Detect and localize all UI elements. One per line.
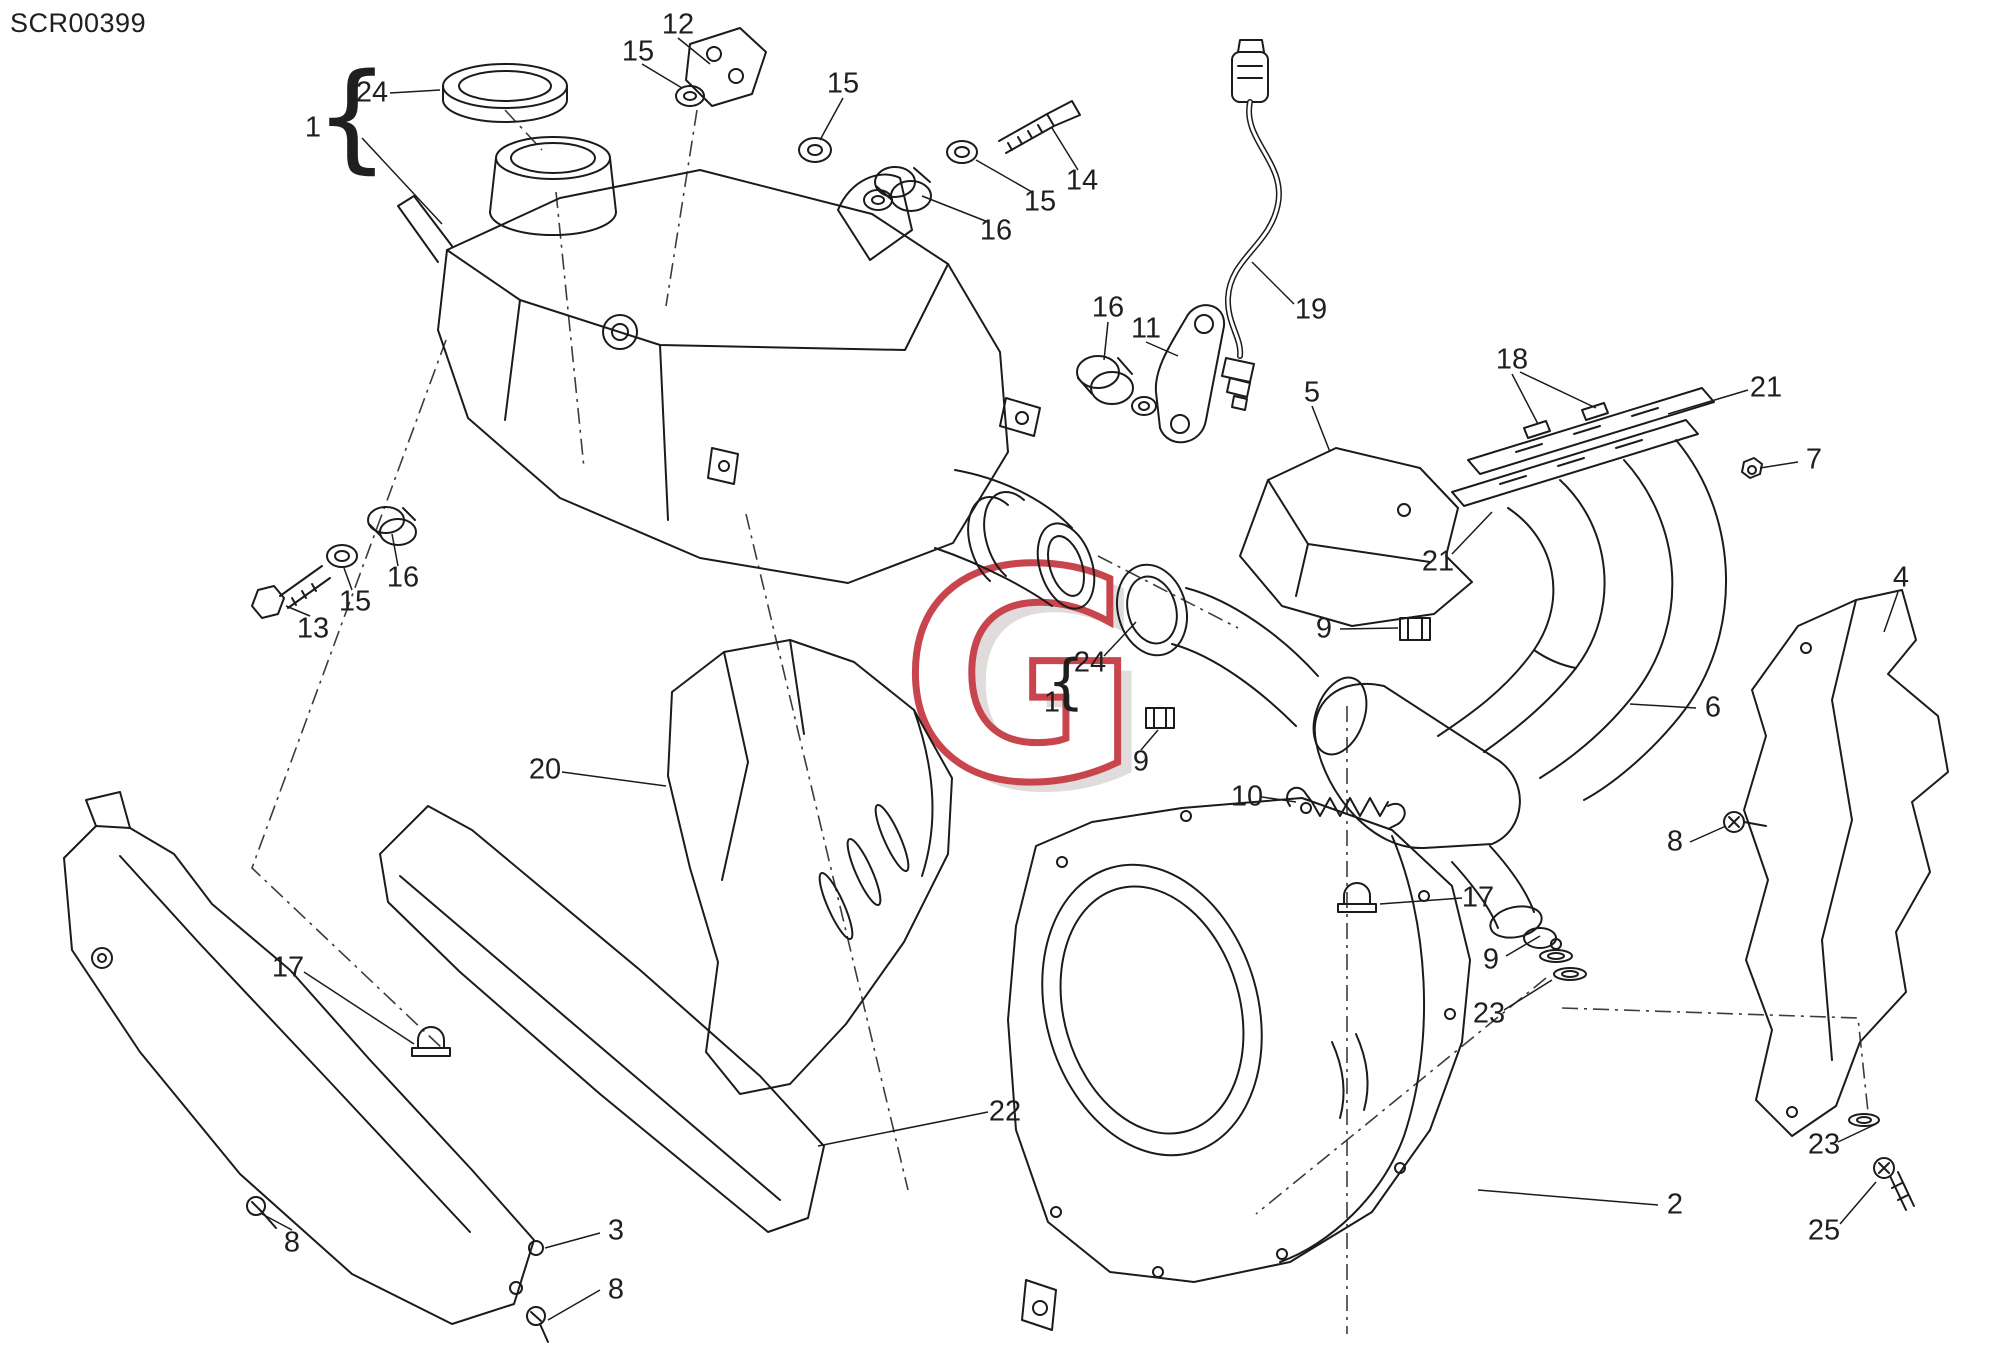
callout-6: 6 bbox=[1704, 691, 1722, 724]
callout-7: 7 bbox=[1805, 443, 1823, 476]
heat-shield-lower bbox=[1007, 797, 1471, 1331]
callout-24: 24 bbox=[355, 76, 389, 109]
callout-25: 25 bbox=[1807, 1214, 1841, 1247]
heat-shield-left bbox=[63, 791, 544, 1325]
callout-15: 15 bbox=[1023, 185, 1057, 218]
heat-guard-right bbox=[1743, 589, 1949, 1137]
callout-17: 17 bbox=[1461, 881, 1495, 914]
callout-13: 13 bbox=[296, 612, 330, 645]
callout-4: 4 bbox=[1892, 561, 1910, 594]
leader-lines bbox=[261, 37, 1899, 1321]
callout-1: 1 bbox=[304, 111, 322, 144]
watermark-letter: G bbox=[901, 510, 1139, 847]
callout-24: 24 bbox=[1073, 646, 1107, 679]
callout-8: 8 bbox=[607, 1273, 625, 1306]
callout-18: 18 bbox=[1495, 343, 1529, 376]
callout-14: 14 bbox=[1065, 164, 1099, 197]
callout-1: 1 bbox=[1043, 686, 1061, 719]
callout-23: 23 bbox=[1807, 1128, 1841, 1161]
group-brace-1: { bbox=[314, 47, 390, 185]
callout-8: 8 bbox=[1666, 825, 1684, 858]
lambda-sensor bbox=[1221, 39, 1282, 411]
heat-shield-center bbox=[667, 639, 953, 1095]
callout-9: 9 bbox=[1132, 745, 1150, 778]
callout-11: 11 bbox=[1130, 312, 1162, 345]
spring bbox=[1286, 786, 1406, 829]
left-bolt-group bbox=[251, 506, 417, 619]
callout-21: 21 bbox=[1749, 371, 1783, 404]
callout-23: 23 bbox=[1472, 997, 1506, 1030]
construction-lines bbox=[251, 109, 1869, 1334]
silencer-assembly bbox=[397, 63, 1188, 657]
callout-20: 20 bbox=[528, 753, 562, 786]
callout-15: 15 bbox=[338, 585, 372, 618]
clamps bbox=[411, 617, 1562, 1057]
heat-shield-strip bbox=[379, 805, 825, 1233]
callout-8: 8 bbox=[283, 1226, 301, 1259]
group-brace-2: { bbox=[1046, 647, 1086, 717]
callout-22: 22 bbox=[988, 1095, 1022, 1128]
callout-9: 9 bbox=[1315, 612, 1333, 645]
callout-2: 2 bbox=[1666, 1188, 1684, 1221]
callout-3: 3 bbox=[607, 1214, 625, 1247]
callout-21: 21 bbox=[1421, 545, 1455, 578]
callout-15: 15 bbox=[826, 67, 860, 100]
callout-10: 10 bbox=[1230, 780, 1264, 813]
exhaust-manifold bbox=[1171, 439, 1727, 939]
heat-shield-5 bbox=[1239, 447, 1473, 627]
mounting-hardware-top bbox=[675, 27, 1081, 212]
hanger-bracket bbox=[1076, 304, 1226, 444]
diagram-code: SCR00399 bbox=[10, 8, 147, 38]
gaskets-screws bbox=[246, 811, 1915, 1343]
manifold-flanges bbox=[1451, 387, 1763, 507]
callout-16: 16 bbox=[979, 214, 1013, 247]
callout-12: 12 bbox=[661, 8, 695, 41]
callout-9: 9 bbox=[1482, 943, 1500, 976]
callout-17: 17 bbox=[271, 951, 305, 984]
watermark: G G bbox=[897, 507, 1153, 858]
callout-16: 16 bbox=[386, 561, 420, 594]
callout-5: 5 bbox=[1303, 376, 1321, 409]
callout-15: 15 bbox=[621, 35, 655, 68]
callout-16: 16 bbox=[1091, 291, 1125, 324]
callout-19: 19 bbox=[1294, 293, 1328, 326]
watermark-letter-shadow: G bbox=[915, 520, 1153, 857]
